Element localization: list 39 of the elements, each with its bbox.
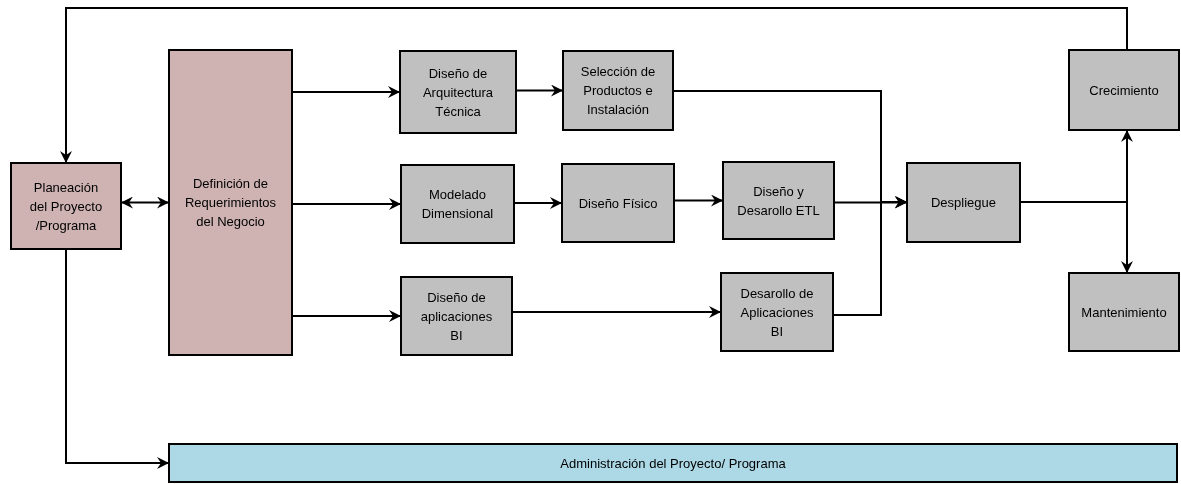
task-box (1068, 272, 1180, 352)
task-box (722, 161, 835, 240)
arrow (292, 86, 400, 98)
arrow (834, 196, 907, 209)
box-label: Despliegue (930, 194, 996, 212)
box-label: Planeación del Proyecto /Programa (28, 178, 104, 235)
arrow (674, 194, 723, 207)
box-label: Desarollo de Aplicaciones BI (739, 284, 815, 341)
arrow (121, 196, 169, 209)
arrow (65, 249, 169, 469)
task-box (906, 162, 1021, 243)
task-box (720, 272, 834, 352)
phase-box (168, 49, 293, 356)
phase-box (10, 162, 122, 250)
box-label: Diseño de aplicaciones BI (419, 288, 494, 345)
arrow (514, 197, 562, 209)
management-bar (168, 443, 1178, 483)
box-label: Diseño y Desarollo ETL (736, 182, 821, 220)
task-box (1068, 49, 1180, 131)
box-label: Administración del Proyecto/ Programa (560, 454, 786, 473)
box-label: Definición de Requerimientos del Negocio (183, 175, 277, 231)
arrow (516, 84, 563, 97)
box-label: Crecimiento (1089, 81, 1159, 100)
arrow (292, 310, 401, 322)
task-box (400, 164, 515, 244)
box-label: Modelado Dimensional (420, 186, 495, 223)
task-box (399, 50, 517, 134)
arrow (833, 196, 907, 316)
arrow (512, 306, 721, 318)
task-box (400, 276, 513, 356)
box-label: Diseño de Arquitectura Técnica (421, 64, 495, 121)
task-box (562, 50, 674, 131)
arrow (1020, 201, 1133, 273)
arrow (60, 7, 1128, 163)
box-label: Diseño Físico (578, 194, 658, 213)
box-label: Mantenimiento (1081, 303, 1167, 322)
box-label: Selección de Productos e Instalación (579, 63, 657, 119)
arrow (292, 198, 401, 210)
task-box (561, 163, 675, 243)
